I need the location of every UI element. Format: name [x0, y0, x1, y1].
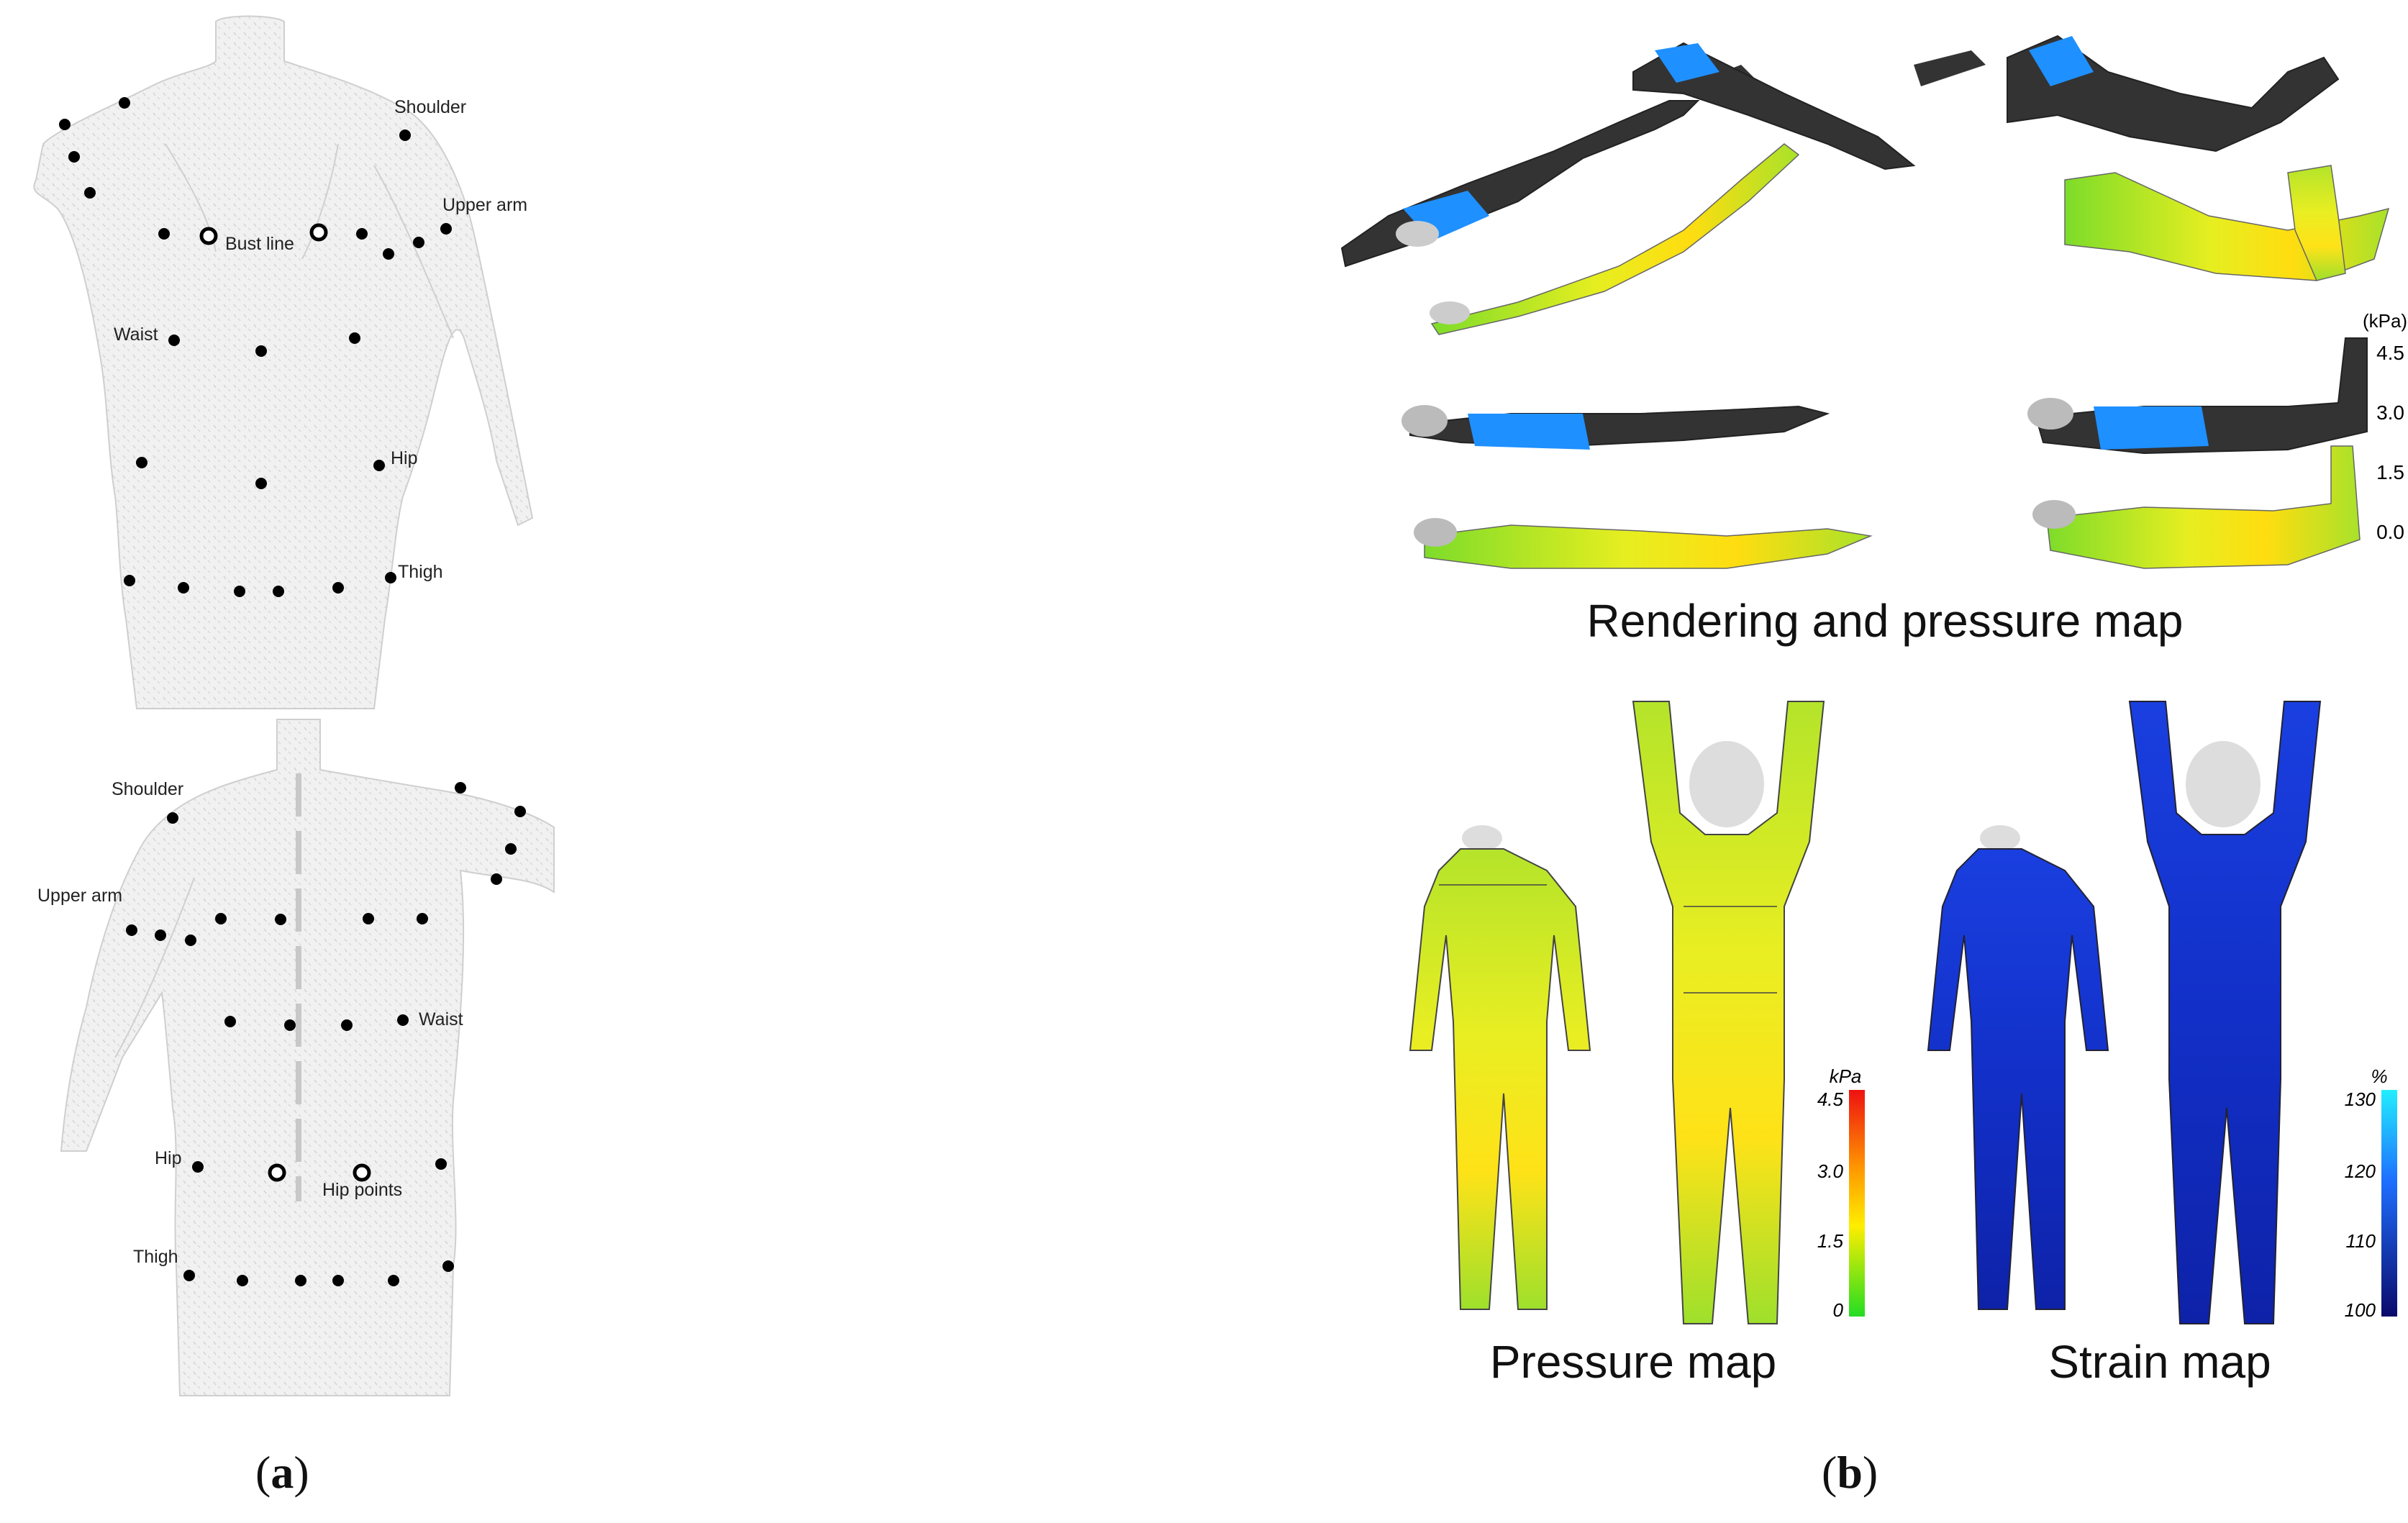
- pressure-figure-1: [1409, 825, 1591, 1310]
- glide-pressure-2: [2032, 445, 2361, 569]
- back-upper-arm-label: Upper arm: [37, 886, 122, 906]
- caption-b: (b): [1822, 1447, 1878, 1498]
- legend-pressure: kPa 4.5 3.0 1.5 0: [1817, 1065, 1865, 1321]
- strain-figure-2: [2128, 701, 2322, 1324]
- front-measurement-points: [59, 97, 452, 597]
- legend-top-tick: 1.5: [2376, 461, 2404, 483]
- legend-top-tick: 0.0: [2376, 521, 2404, 543]
- caption-a: (a): [255, 1447, 309, 1498]
- front-body-figure: [33, 15, 534, 709]
- back-shoulder-label: Shoulder: [112, 779, 183, 799]
- front-bust-line-label: Bust line: [225, 234, 294, 254]
- back-hip-points-label: Hip points: [322, 1180, 402, 1200]
- legend-pressure-unit: kPa: [1830, 1065, 1862, 1087]
- front-hip-label: Hip: [391, 448, 418, 468]
- back-hip-label: Hip: [155, 1148, 182, 1168]
- back-body-figure: [60, 719, 555, 1396]
- legend-strain-colorbar: [2381, 1090, 2397, 1317]
- swim-render-3: [2007, 35, 2340, 153]
- legend-pressure-colorbar: [1849, 1090, 1865, 1317]
- legend-pressure-tick: 3.0: [1817, 1160, 1844, 1182]
- swim-pressure-3: [2287, 165, 2346, 281]
- back-thigh-label: Thigh: [133, 1247, 178, 1267]
- swim-pressure-1: [1430, 143, 1800, 335]
- front-thigh-label: Thigh: [398, 562, 443, 582]
- legend-strain-tick: 130: [2345, 1088, 2376, 1110]
- legend-top-tick: 4.5: [2376, 342, 2404, 364]
- strain-figure-1: [1927, 825, 2109, 1310]
- legend-strain: % 130 120 110 100: [2345, 1065, 2397, 1321]
- legend-pressure-tick: 1.5: [1817, 1230, 1844, 1252]
- back-waist-label: Waist: [419, 1009, 463, 1029]
- legend-top-unit: (kPa): [2363, 310, 2407, 332]
- legend-strain-tick: 100: [2345, 1299, 2376, 1321]
- legend-top-tick: 3.0: [2376, 401, 2404, 424]
- legend-pressure-tick: 0: [1833, 1299, 1844, 1321]
- glide-render-2: [2027, 337, 2368, 455]
- pressure-strain-figure: (kPa) 4.5 3.0 1.5 0.0 Rendering and pres…: [1340, 35, 2407, 1388]
- panel-a: Shoulder Upper arm Bust line Waist Hip T…: [0, 0, 590, 1523]
- pressure-figure-2: [1632, 701, 1825, 1324]
- swim-render-2: [1632, 42, 1986, 171]
- legend-strain-tick: 110: [2346, 1230, 2376, 1252]
- legend-top: (kPa) 4.5 3.0 1.5 0.0: [2363, 310, 2407, 543]
- back-measurement-points: [126, 782, 526, 1286]
- rendering-title: Rendering and pressure map: [1587, 595, 2184, 647]
- strain-map-title: Strain map: [2048, 1336, 2271, 1388]
- pressure-map-title: Pressure map: [1490, 1336, 1776, 1388]
- legend-strain-unit: %: [2371, 1065, 2387, 1087]
- front-waist-label: Waist: [114, 324, 158, 345]
- front-upper-arm-label: Upper arm: [442, 195, 527, 215]
- legend-pressure-tick: 4.5: [1817, 1088, 1844, 1110]
- body-measurement-diagram: Shoulder Upper arm Bust line Waist Hip T…: [33, 15, 555, 1396]
- glide-pressure-1: [1414, 518, 1873, 569]
- glide-render-1: [1401, 405, 1830, 450]
- front-shoulder-label: Shoulder: [394, 97, 466, 117]
- legend-strain-tick: 120: [2345, 1160, 2376, 1182]
- panel-b: (kPa) 4.5 3.0 1.5 0.0 Rendering and pres…: [1281, 0, 2408, 1439]
